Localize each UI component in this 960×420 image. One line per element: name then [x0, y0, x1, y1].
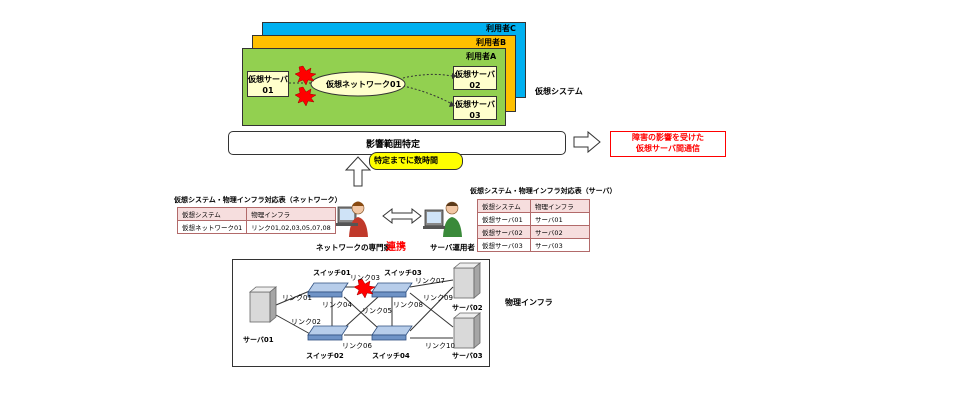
server-operator-label: サーバ運用者: [430, 243, 475, 252]
server-02-label: サーバ02: [452, 304, 483, 312]
impact-result-line1: 障害の影響を受けた: [632, 133, 704, 142]
switch-04-icon: [371, 325, 413, 341]
layer-user-a-label: 利用者A: [466, 52, 497, 61]
switch-02-icon: [307, 325, 349, 341]
virtual-system-label: 仮想システム: [535, 87, 583, 96]
fault-burst-icon-2: [294, 86, 317, 107]
server-table: 仮想システム 物理インフラ 仮想サーバ01 サーバ01 仮想サーバ02 サーバ0…: [477, 199, 590, 252]
switch-01-label: スイッチ01: [313, 269, 351, 277]
virtual-server-03-num: 03: [469, 111, 481, 120]
virtual-network-ellipse: [310, 71, 406, 97]
switch-03-icon: [371, 282, 413, 298]
server-table-title: 仮想システム・物理インフラ対応表（サーバ）: [470, 187, 617, 195]
network-table: 仮想システム 物理インフラ 仮想ネットワーク01 リンク01,02,03,05,…: [176, 207, 336, 234]
link-01-label: リンク01: [282, 294, 312, 302]
network-expert-icon: [336, 201, 368, 237]
switch-02-label: スイッチ02: [306, 352, 344, 360]
link-10-label: リンク10: [425, 342, 455, 350]
table-cell: 仮想サーバ01: [477, 212, 531, 226]
table-cell: サーバ02: [530, 225, 590, 239]
table-row: 仮想サーバ01 サーバ01: [477, 212, 590, 226]
link-09-label: リンク09: [423, 294, 453, 302]
link-03-label: リンク03: [350, 274, 380, 282]
time-badge-label: 特定までに数時間: [374, 156, 438, 165]
link-07-label: リンク07: [415, 277, 445, 285]
right-arrow-icon: [573, 130, 601, 154]
server-03-icon: [452, 312, 482, 349]
virtual-server-03: 仮想サーバ 03: [453, 96, 497, 120]
layer-user-b-label: 利用者B: [476, 38, 507, 47]
link-04-label: リンク04: [322, 301, 352, 309]
network-expert-label: ネットワークの専門家: [316, 243, 391, 252]
table-cell: サーバ03: [530, 238, 590, 252]
server-01-icon: [248, 286, 278, 323]
impact-result-line2: 仮想サーバ間通信: [636, 144, 700, 153]
fault-burst-icon-1: [294, 65, 317, 86]
link-08-label: リンク08: [393, 301, 423, 309]
link-02-label: リンク02: [291, 318, 321, 326]
switch-03-label: スイッチ03: [384, 269, 422, 277]
switch-01-icon: [307, 282, 349, 298]
fault-burst-icon-3: [353, 278, 376, 299]
table-row: 仮想サーバ02 サーバ02: [477, 225, 590, 239]
table-cell: 仮想ネットワーク01: [176, 220, 248, 234]
virtual-server-02-num: 02: [469, 81, 481, 90]
table-cell: 仮想サーバ03: [477, 238, 531, 252]
network-table-title: 仮想システム・物理インフラ対応表（ネットワーク）: [174, 196, 342, 204]
link-05-label: リンク05: [362, 307, 392, 315]
double-arrow-icon: [382, 207, 422, 225]
switch-04-label: スイッチ04: [372, 352, 410, 360]
table-row: 仮想サーバ03 サーバ03: [477, 238, 590, 252]
server-01-label: サーバ01: [243, 336, 274, 344]
virtual-server-01: 仮想サーバ 01: [247, 71, 289, 97]
impact-range-label: 影響範囲特定: [366, 140, 421, 150]
virtual-server-01-num: 01: [262, 86, 274, 95]
virtual-server-01-label: 仮想サーバ: [248, 75, 288, 84]
server-03-label: サーバ03: [452, 352, 483, 360]
time-badge: [369, 152, 463, 170]
impact-result-box: 障害の影響を受けた 仮想サーバ間通信: [610, 131, 726, 157]
table-cell: リンク01,02,03,05,07,08: [246, 220, 336, 234]
server-02-icon: [452, 262, 482, 299]
link-06-label: リンク06: [342, 342, 372, 350]
server-operator-icon: [423, 201, 462, 237]
virtual-server-03-label: 仮想サーバ: [455, 100, 495, 109]
physical-infrastructure-label: 物理インフラ: [505, 298, 553, 307]
layer-user-c-label: 利用者C: [486, 24, 516, 33]
cooperation-label: 連携: [386, 242, 406, 253]
table-header: 物理インフラ: [530, 199, 590, 213]
virtual-server-02-label: 仮想サーバ: [455, 70, 495, 79]
virtual-network-label: 仮想ネットワーク01: [326, 80, 402, 89]
table-row: 仮想ネットワーク01 リンク01,02,03,05,07,08: [176, 220, 336, 234]
up-arrow-icon: [344, 156, 372, 187]
table-row: 仮想システム 物理インフラ: [176, 207, 336, 221]
